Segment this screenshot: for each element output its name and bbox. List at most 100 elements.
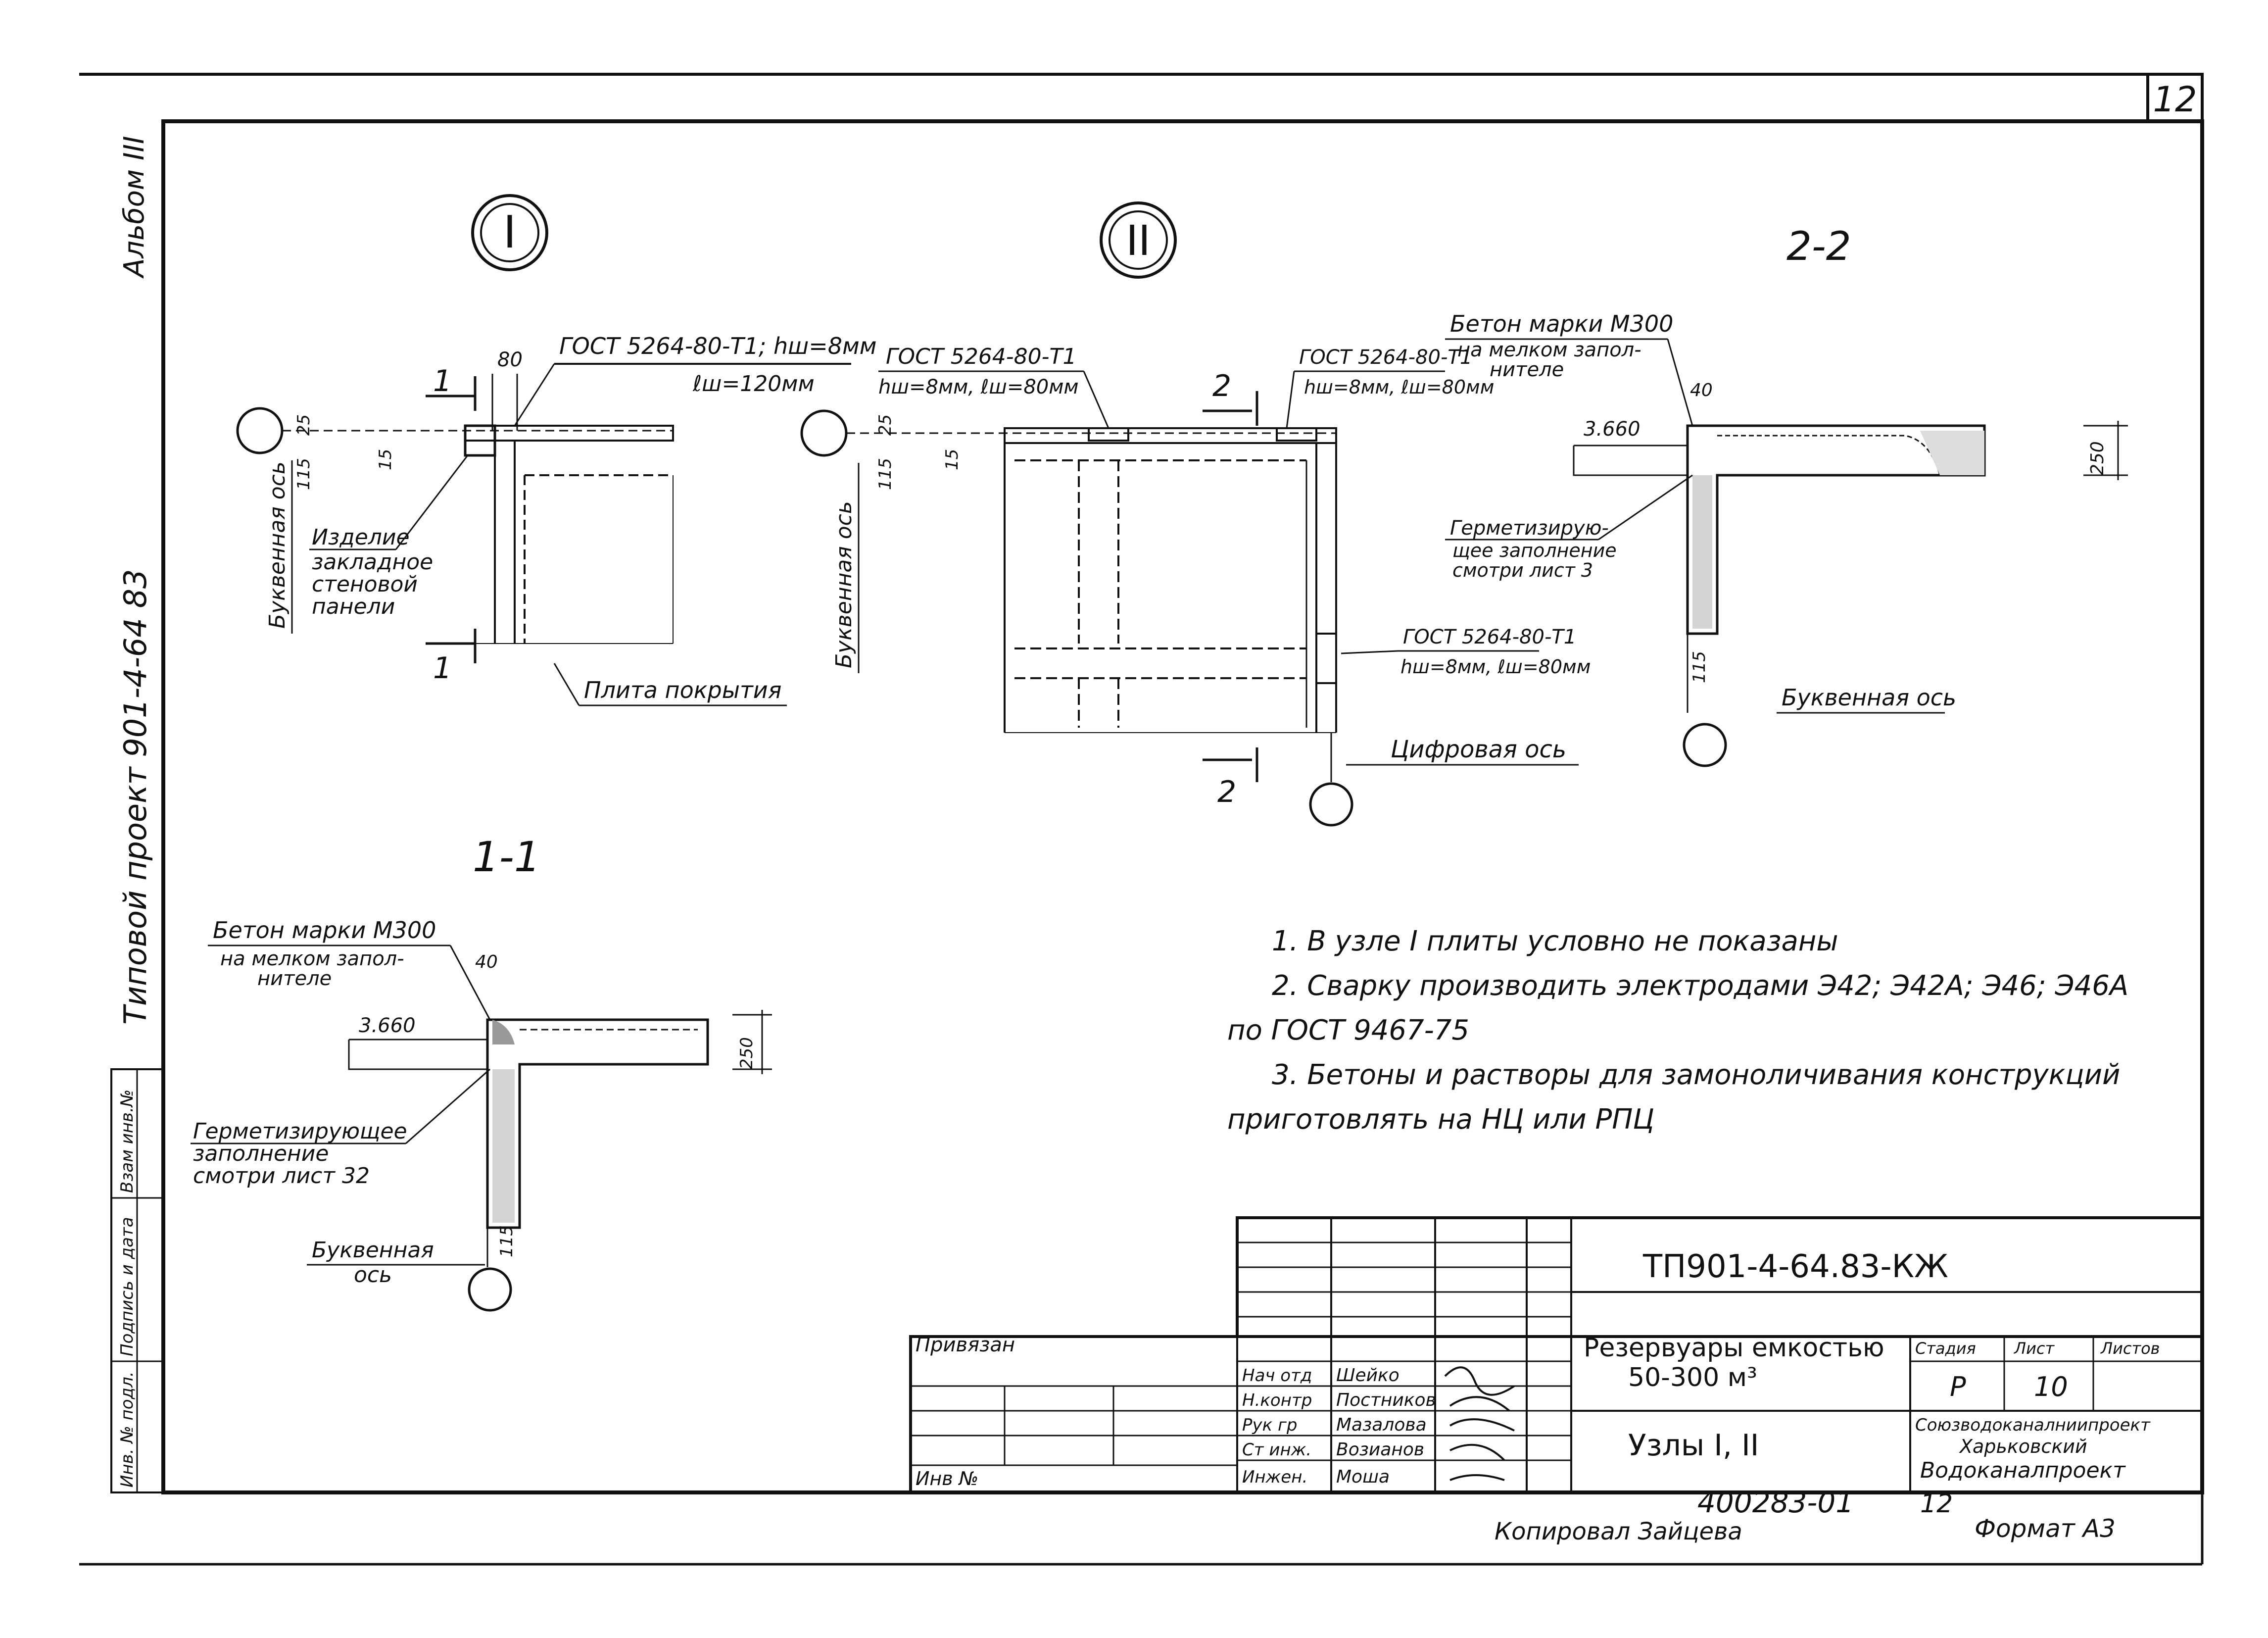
section-1-1-sealant-1: Герметизирующее [193,1119,407,1144]
node-1-dim-80: 80 [497,348,523,371]
node-2-dim-115: 115 [875,458,895,490]
stamp-inv-original: Инв. № подл. [117,1371,137,1488]
node-2-slab-edge [1004,427,1337,444]
node-2-marker [1100,201,1177,279]
signer-role-2: Н.контр [1242,1390,1312,1410]
section-2-2-sealant-3: смотри лист 3 [1452,559,1593,581]
object-name-2: 50-300 м³ [1628,1363,1757,1392]
section-1-1-title: 1-1 [473,833,540,881]
section-2-2: 2-2 Бетон марки М300 на мелком запол- ни… [1445,223,2128,767]
section-1-1-sealant-3: смотри лист 32 [193,1163,370,1189]
node-1-embed-label-1: Изделие [312,525,410,550]
note-2: 2. Сварку производить электродами Э42; Э… [1272,970,2128,1002]
node-2-section-mark-top: 2 [1212,369,1231,403]
node-2-gost-right: ГОСТ 5264-80-Т1 [1299,346,1472,369]
node-1-slab-edge [464,425,674,442]
signer-name-1: Шейко [1336,1365,1399,1386]
signer-role-5: Инжен. [1242,1467,1307,1487]
stage-value: Р [1950,1371,1966,1402]
sheet-label: Лист [2014,1339,2055,1358]
node-2-gost-lower-2: hш=8мм, ℓш=80мм [1400,656,1591,678]
node-2-gost-right-2: hш=8мм, ℓш=80мм [1304,376,1494,398]
node-2-gost-lower: ГОСТ 5264-80-Т1 [1403,626,1576,648]
section-1-1-concrete-2: на мелком запол- [220,947,404,970]
node-1-weld-length: ℓш=120мм [692,371,815,397]
stamp-signature-date: Подпись и дата [117,1217,137,1356]
signer-name-5: Мошa [1336,1467,1390,1487]
handwritten-signatures [1444,1366,1515,1481]
notes-block: 1. В узле I плиты условно не показаны 2.… [1227,925,2128,1136]
node-1-axis-label: Буквенная ось [265,461,290,629]
sheets-label: Листов [2100,1339,2160,1358]
section-1-1-level: 3.660 [359,1014,416,1037]
node-2-label: II [1126,216,1151,265]
note-1: 1. В узле I плиты условно не показаны [1272,925,1838,957]
section-1-1-axis-label-1: Буквенная [312,1238,434,1263]
node-1-embed-label-4: панели [312,594,395,619]
section-2-2-axis-label: Буквенная ось [1782,684,1956,711]
project-label: Типовой проект 901-4-64 83 [117,569,153,1025]
signer-role-1: Нач отд [1242,1366,1312,1386]
node-1-dim-115: 115 [294,458,314,490]
section-1-1-dim-115: 115 [497,1225,517,1257]
section-2-2-concrete-1: Бетон марки М300 [1450,310,1673,337]
sheet-value: 10 [2034,1371,2068,1402]
copied-by: Копировал Зайцева [1495,1518,1742,1545]
org-line-2: Харьковский [1959,1436,2087,1457]
node-1-slab-label: Плита покрытия [584,677,781,703]
section-1-1-concrete-1: Бетон марки М300 [213,917,436,943]
section-2-2-dim-250: 250 [2087,441,2108,475]
object-name: Резервуары емкостью [1584,1333,1884,1363]
section-1-1-dim-250: 250 [737,1037,757,1069]
title-block-text: ТП901-4-64.83-КЖ Привязан Инв № Нач отд … [916,1248,2160,1489]
section-1-1-profile [486,1018,709,1229]
section-1-1-concrete-3: нителе [257,967,332,990]
node-1-embed-label-3: стеновой [312,572,418,597]
node-1-marker [471,194,548,271]
node-1-dim-25: 25 [294,414,314,436]
node-2-digit-axis-label: Цифровая ось [1391,736,1566,763]
note-3: 3. Бетоны и растворы для замоноличивания… [1272,1059,2120,1091]
node-2-dim-15: 15 [942,449,962,470]
node-2-axis-bubble [800,409,848,457]
section-1-1-dim-40: 40 [475,952,498,972]
node-2-section-mark-bottom: 2 [1217,775,1236,809]
format-label: Формат А3 [1975,1514,2116,1543]
section-2-2-dim-40: 40 [1690,380,1713,400]
page-number: 12 [2153,79,2197,120]
node-1-section-mark-bottom: 1 [433,651,452,686]
section-1-1-axis-label-2: ось [354,1262,392,1288]
section-2-2-sealant-2: щее заполнение [1452,540,1617,561]
section-2-2-axis-bubble [1683,723,1727,767]
title-block [909,1216,2204,1494]
section-1-1: 1-1 Бетон марки М300 на мелком запол- ни… [191,833,772,1312]
page-number-box [2146,73,2204,123]
inv-label: Инв № [916,1468,978,1489]
note-2-cont: по ГОСТ 9467-75 [1227,1014,1469,1046]
node-1-section-mark-top: 1 [433,364,452,398]
signer-role-4: Ст инж. [1242,1440,1311,1460]
node-2-dim-25: 25 [875,414,895,436]
section-2-2-level: 3.660 [1584,418,1641,441]
section-1-1-sealant-2: заполнение [193,1141,329,1166]
node-2-gost-left-2: hш=8мм, ℓш=80мм [878,376,1079,398]
inventory-page: 12 [1920,1489,1953,1519]
left-margin-stamp: Взам инв.№ Подпись и дата Инв. № подл. [110,1068,164,1493]
section-1-1-axis-bubble [468,1267,512,1312]
node-1-axis-bubble [236,407,284,454]
node-1-dim-15: 15 [376,449,395,470]
signer-name-4: Возианов [1336,1439,1424,1460]
section-2-2-dim-115: 115 [1689,651,1709,683]
inventory-number: 400283-01 [1697,1486,1854,1519]
signer-role-3: Рук гр [1242,1415,1297,1435]
section-2-2-concrete-2: на мелком запол- [1457,339,1641,361]
section-2-2-concrete-3: нителе [1490,358,1564,381]
node-1-gost: ГОСТ 5264-80-Т1; hш=8мм [559,333,876,359]
node-2-gost-left: ГОСТ 5264-80-Т1 [886,344,1076,369]
signer-name-2: Постников [1336,1390,1436,1410]
tied-label: Привязан [916,1334,1015,1356]
signer-name-3: Мазалова [1336,1415,1427,1435]
node-1-label: I [503,206,517,258]
section-2-2-title: 2-2 [1786,223,1851,269]
